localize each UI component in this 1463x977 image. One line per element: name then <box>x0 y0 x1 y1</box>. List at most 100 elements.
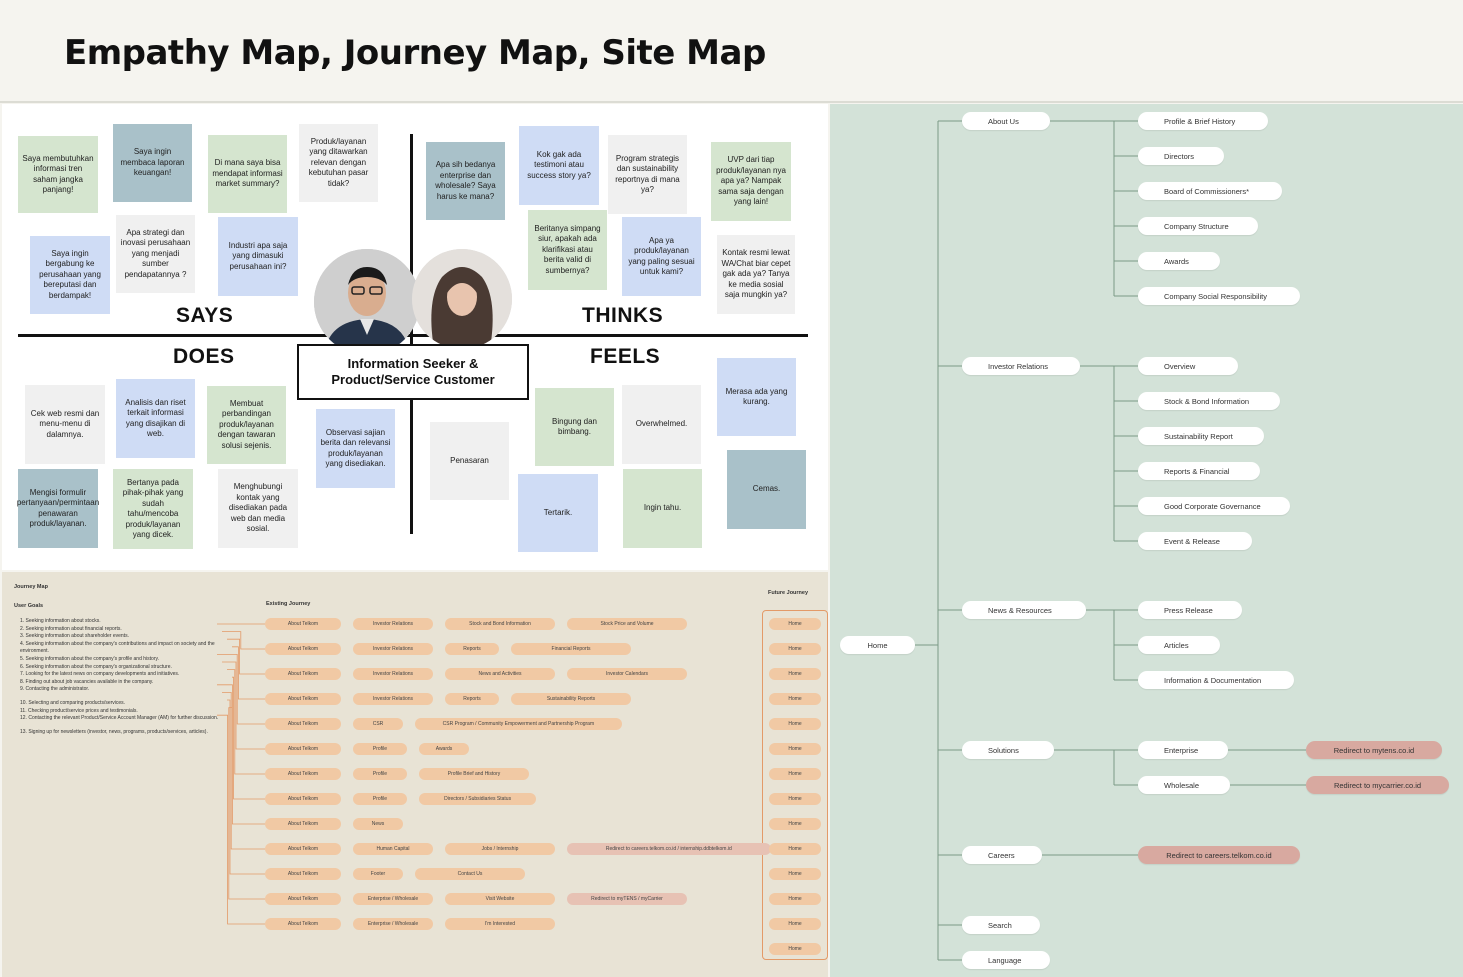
sitemap-node-level2[interactable]: Directors <box>1138 147 1224 165</box>
sitemap-node-level1[interactable]: Investor Relations <box>962 357 1080 375</box>
sitemap-node-level2[interactable]: Enterprise <box>1138 741 1228 759</box>
journey-step-pill: Profile <box>353 743 407 755</box>
sitemap-node-level2[interactable]: Company Social Responsibility <box>1138 287 1300 305</box>
sitemap-node-redirect[interactable]: Redirect to mytens.co.id <box>1306 741 1442 759</box>
journey-step-pill: Investor Relations <box>353 693 433 705</box>
journey-step-pill: CSR Program / Community Empowerment and … <box>415 718 622 730</box>
user-goal-item: 8. Finding out about job vacancies avail… <box>20 678 154 685</box>
journey-step-pill: About Telkom <box>265 693 341 705</box>
sticky-note: Industri apa saja yang dimasuki perusaha… <box>218 217 298 296</box>
sticky-note: Di mana saya bisa mendapat informasi mar… <box>208 135 287 213</box>
user-goal-item: 11. Checking product/service prices and … <box>20 707 138 714</box>
user-goal-item: 1. Seeking information about stocks. <box>20 618 101 624</box>
goal-connector <box>232 676 265 800</box>
sticky-note: Saya membutuhkan informasi tren saham ja… <box>18 136 98 213</box>
sitemap-node-level2[interactable]: Event & Release <box>1138 532 1252 550</box>
journey-step-pill: About Telkom <box>265 718 341 730</box>
user-goal-item: 5. Seeking information about the company… <box>20 655 159 662</box>
sitemap-node-level2[interactable]: Wholesale <box>1138 776 1230 794</box>
future-step-pill: Home <box>769 868 821 880</box>
sticky-note: Apa sih bedanya enterprise dan wholesale… <box>426 142 505 220</box>
sitemap-node-level1[interactable]: About Us <box>962 112 1050 130</box>
sticky-note: Menghubungi kontak yang disediakan pada … <box>218 469 298 548</box>
axis-horizontal <box>18 334 808 337</box>
future-step-pill: Home <box>769 793 821 805</box>
future-step-pill: Home <box>769 743 821 755</box>
sitemap-node-redirect[interactable]: Redirect to careers.telkom.co.id <box>1138 846 1300 864</box>
journey-step-pill: News and Activities <box>445 668 555 680</box>
sitemap-node-level2[interactable]: Board of Commissioners* <box>1138 182 1282 200</box>
journey-step-pill: Redirect to myTENS / myCarrier <box>567 893 687 905</box>
sitemap-node-level2[interactable]: Articles <box>1138 636 1220 654</box>
journey-step-pill: About Telkom <box>265 818 341 830</box>
journey-step-pill: I'm Interested <box>445 918 555 930</box>
user-goals-list: 1. Seeking information about stocks.2. S… <box>14 618 229 736</box>
sitemap-node-level2[interactable]: Information & Documentation <box>1138 671 1294 689</box>
future-step-pill: Home <box>769 668 821 680</box>
goal-connector <box>217 684 265 825</box>
sticky-note: Analisis dan riset terkait informasi yan… <box>116 379 195 458</box>
sticky-note: Mengisi formulir pertanyaan/permintaan p… <box>17 469 99 548</box>
journey-step-pill: About Telkom <box>265 618 341 630</box>
future-step-pill: Home <box>769 718 821 730</box>
sitemap-node-home[interactable]: Home <box>840 636 915 654</box>
sitemap-node-level1[interactable]: Solutions <box>962 741 1054 759</box>
journey-step-pill: About Telkom <box>265 768 341 780</box>
sitemap-node-level1[interactable]: Search <box>962 916 1040 934</box>
sitemap-node-level2[interactable]: Awards <box>1138 252 1220 270</box>
future-step-pill: Home <box>769 918 821 930</box>
sitemap-node-level2[interactable]: Good Corporate Governance <box>1138 497 1290 515</box>
journey-step-pill: Investor Relations <box>353 643 433 655</box>
persona-line-1: Information Seeker & <box>347 356 479 371</box>
goal-connector <box>232 646 265 700</box>
journey-step-pill: Investor Relations <box>353 668 433 680</box>
journey-step-pill: Jobs / Internship <box>445 843 555 855</box>
sticky-note: Observasi sajian berita dan relevansi pr… <box>316 409 395 488</box>
user-goal-item: 4. Seeking information about the company… <box>20 640 215 655</box>
journey-step-pill: Human Capital <box>353 843 433 855</box>
user-goal-item: 2. Seeking information about financial r… <box>20 625 122 632</box>
existing-journey-title: Existing Journey <box>266 601 311 607</box>
goal-connector <box>222 661 265 750</box>
sticky-note: Kontak resmi lewat WA/Chat biar cepet ga… <box>717 235 795 314</box>
journey-step-pill: CSR <box>353 718 403 730</box>
future-step-pill: Home <box>769 643 821 655</box>
journey-step-pill: Reports <box>445 643 499 655</box>
sticky-note: Beritanya simpang siur, apakah ada klari… <box>528 210 607 290</box>
journey-step-pill: Investor Calendars <box>567 668 687 680</box>
future-step-pill: Home <box>769 818 821 830</box>
sitemap-node-level1[interactable]: News & Resources <box>962 601 1086 619</box>
user-goals-title: User Goals <box>14 603 44 609</box>
future-journey-title: Future Journey <box>768 590 809 596</box>
header: Empathy Map, Journey Map, Site Map <box>0 0 1463 103</box>
journey-step-pill: News <box>353 818 403 830</box>
sitemap-node-level2[interactable]: Press Release <box>1138 601 1242 619</box>
sitemap-node-level1[interactable]: Careers <box>962 846 1042 864</box>
journey-connectors <box>217 623 265 925</box>
sitemap-node-level2[interactable]: Stock & Bond Information <box>1138 392 1280 410</box>
journey-step-pill: Footer <box>353 868 403 880</box>
journey-title: Journey Map <box>14 584 48 590</box>
sticky-note: Merasa ada yang kurang. <box>717 358 796 436</box>
sticky-note: Saya ingin membaca laporan keuangan! <box>113 124 192 202</box>
empathy-map: Saya membutuhkan informasi tren saham ja… <box>2 104 828 570</box>
sitemap-node-level2[interactable]: Company Structure <box>1138 217 1258 235</box>
journey-step-pill: Visit Website <box>445 893 555 905</box>
sitemap-node-redirect[interactable]: Redirect to mycarrier.co.id <box>1306 776 1449 794</box>
journey-step-pill: Investor Relations <box>353 618 433 630</box>
sticky-note: Cek web resmi dan menu-menu di dalamnya. <box>25 385 105 464</box>
sitemap-node-level2[interactable]: Overview <box>1138 357 1238 375</box>
sticky-note: Bertanya pada pihak-pihak yang sudah tah… <box>113 469 193 549</box>
goal-connector <box>227 669 265 775</box>
journey-step-pill: About Telkom <box>265 918 341 930</box>
quadrant-label-says: SAYS <box>176 304 234 327</box>
sitemap-node-level2[interactable]: Reports & Financial <box>1138 462 1260 480</box>
sitemap-node-level2[interactable]: Profile & Brief History <box>1138 112 1268 130</box>
sticky-note: Penasaran <box>430 422 509 500</box>
sitemap-node-level1[interactable]: Language <box>962 951 1050 969</box>
goal-connector <box>227 699 265 875</box>
sitemap-node-level2[interactable]: Sustainability Report <box>1138 427 1264 445</box>
goal-connector <box>228 707 265 900</box>
user-goal-item: 6. Seeking information about the company… <box>20 663 172 670</box>
